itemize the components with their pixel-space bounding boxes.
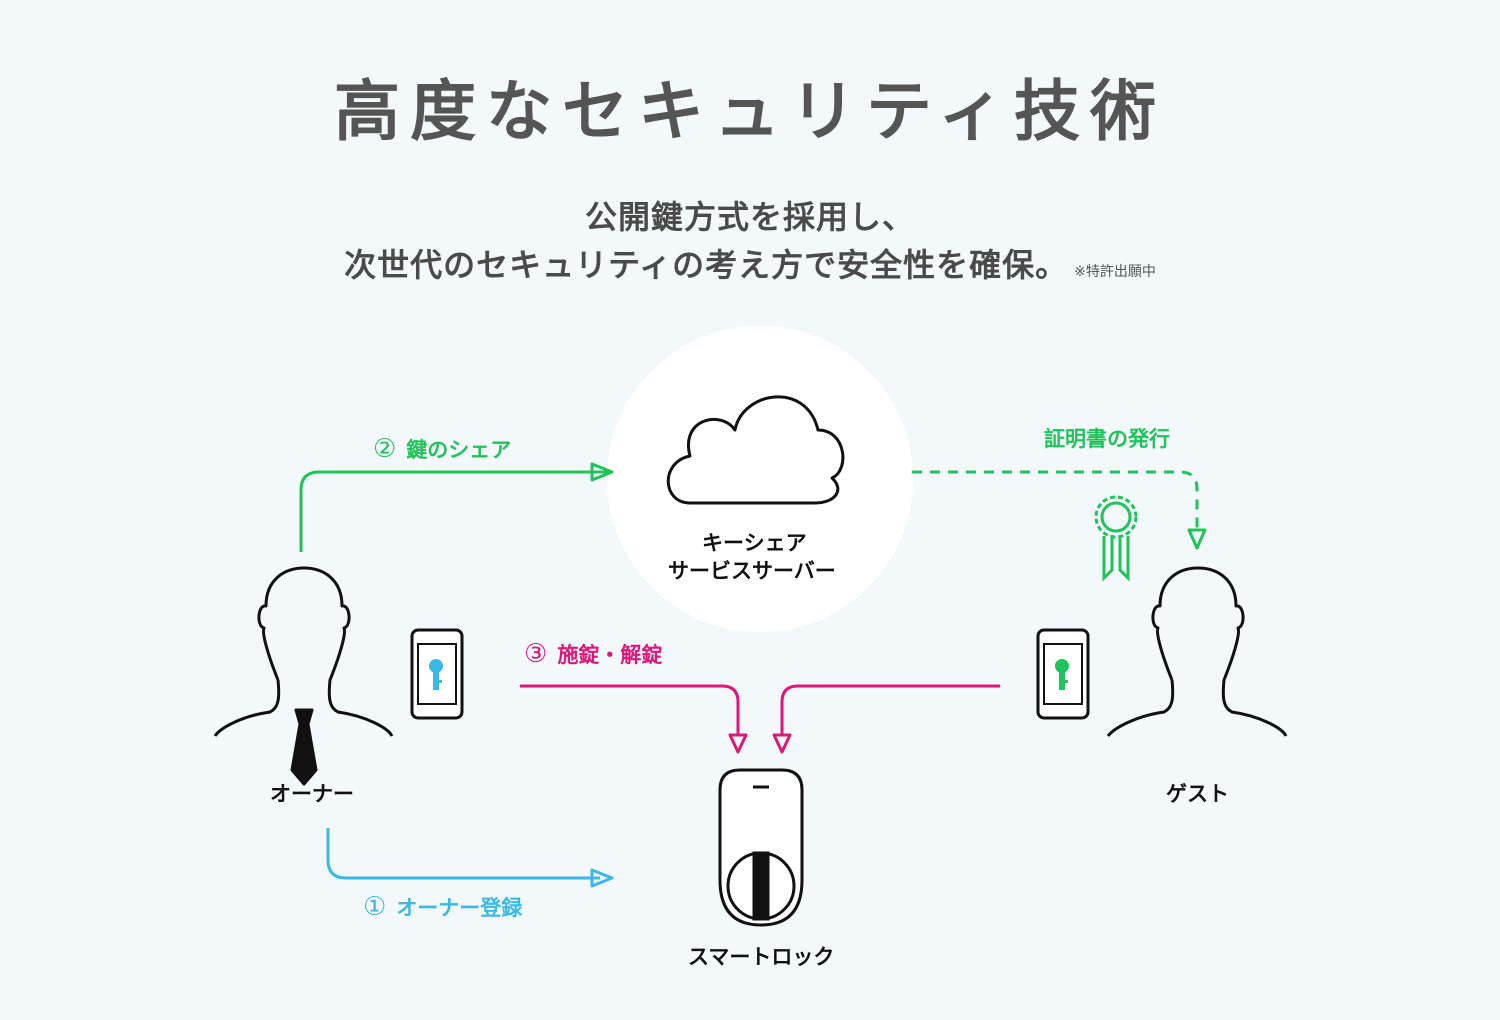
guest-person-icon [1106,566,1288,738]
register-step-number: ① [363,892,387,922]
register-arrow [326,828,614,888]
guest-label: ゲスト [1166,782,1229,806]
server-circle [607,326,913,632]
server-label-line-1: キーシェア [702,531,807,555]
certificate-flow-label: 証明書の発行 [1044,427,1170,451]
smart-lock-label: スマートロック [688,945,835,969]
guest-phone-icon [1036,628,1090,720]
smart-lock-icon [718,768,804,927]
subtitle-line-2: 次世代のセキュリティの考え方で安全性を確保。 ※特許出願中 [0,240,1500,286]
lock-unlock-arrows [520,684,1000,754]
share-flow-label: ② 鍵のシェア [373,434,511,464]
share-step-text: 鍵のシェア [406,438,512,462]
certificate-badge-icon [1094,495,1138,582]
lock-step-text: 施錠・解錠 [557,643,663,667]
owner-label: オーナー [270,782,354,806]
register-flow-label: ① オーナー登録 [363,892,522,922]
subtitle-line-2-text: 次世代のセキュリティの考え方で安全性を確保。 [344,246,1069,284]
page-title: 高度なセキュリティ技術 [333,73,1167,150]
owner-person-icon [213,566,394,786]
register-step-text: オーナー登録 [396,896,523,920]
share-step-number: ② [373,434,397,464]
patent-note: ※特許出願中 [1074,264,1156,280]
server-label-line-2: サービスサーバー [668,559,836,583]
subtitle-line-1: 公開鍵方式を採用し、 [584,198,915,236]
lock-unlock-flow-label: ③ 施錠・解錠 [524,639,662,669]
certificate-arrow [912,470,1207,550]
cloud-icon [666,395,845,505]
share-arrow [299,462,614,552]
owner-phone-icon [410,628,464,720]
lock-step-number: ③ [524,639,548,669]
